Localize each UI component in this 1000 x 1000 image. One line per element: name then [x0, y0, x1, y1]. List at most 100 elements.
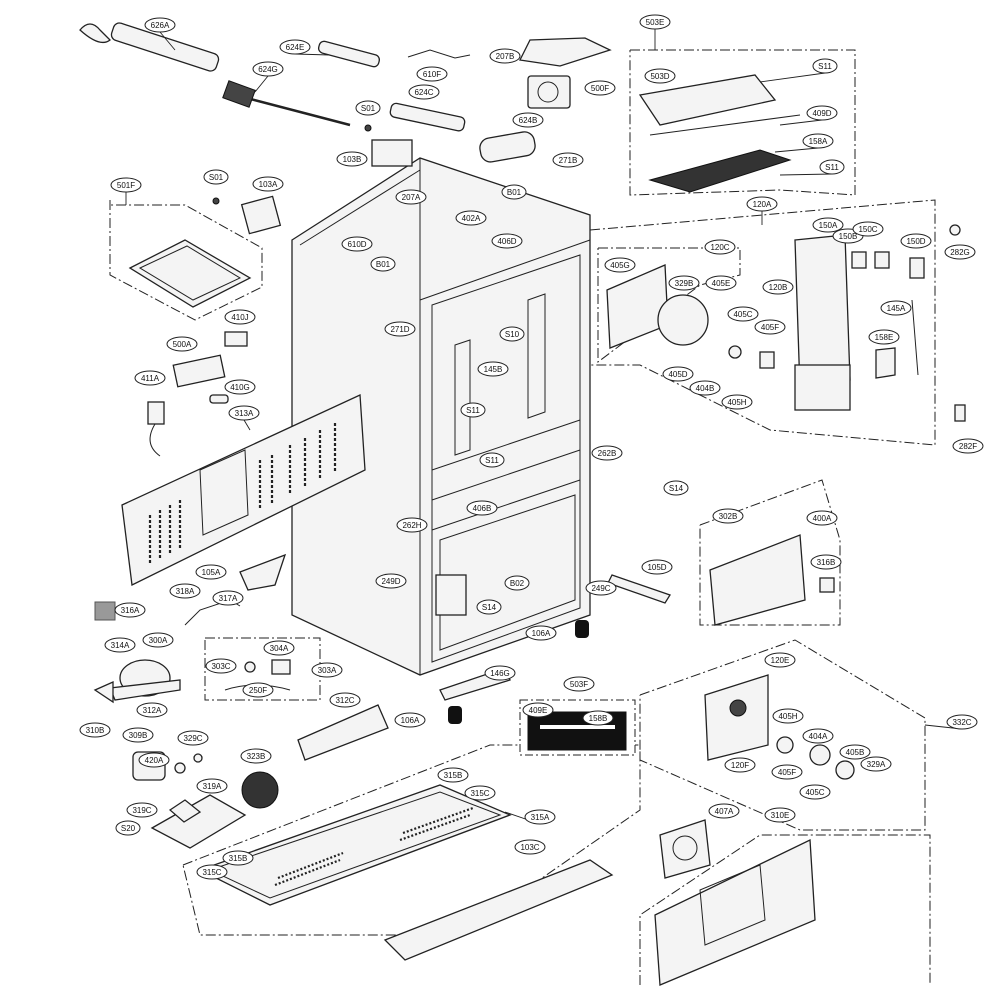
part-label: 250F [242, 682, 274, 698]
part-number-text: 405B [846, 748, 865, 757]
part-label-bubble [721, 394, 753, 410]
part-label: 150A [812, 217, 844, 233]
part-number-text: 271B [559, 156, 578, 165]
part-label: S01 [203, 169, 229, 185]
part-label-bubble [662, 366, 694, 382]
part-label-bubble [644, 68, 676, 84]
part-number-text: 405D [668, 370, 687, 379]
part-number-text: 150D [906, 237, 925, 246]
part-label-bubble [144, 17, 176, 33]
part-number-text: 316A [121, 606, 140, 615]
part-label: 262B [591, 445, 623, 461]
part-label-bubble [104, 637, 136, 653]
part-number-text: 150B [839, 232, 858, 241]
part-number-text: 406D [497, 237, 516, 246]
part-label-bubble [196, 778, 228, 794]
part-number-text: 411A [141, 374, 160, 383]
part-label: 314A [104, 637, 136, 653]
part-label: 106A [394, 712, 426, 728]
part-label: 503D [644, 68, 676, 84]
part-label-bubble [464, 785, 496, 801]
part-label-bubble [115, 820, 141, 836]
part-number-text: 405H [778, 712, 797, 721]
part-number-text: 405C [805, 788, 824, 797]
part-number-text: 282F [959, 442, 977, 451]
part-number-text: 207A [402, 193, 421, 202]
part-number-text: 262B [598, 449, 617, 458]
part-number-text: 503D [650, 72, 669, 81]
part-label: B02 [504, 575, 530, 591]
part-label: 106A [525, 625, 557, 641]
part-number-text: 329A [867, 760, 886, 769]
part-number-text: S10 [505, 330, 520, 339]
part-label: 503F [563, 676, 595, 692]
part-label: 120E [764, 652, 796, 668]
part-label-bubble [242, 682, 274, 698]
part-label: 249D [375, 573, 407, 589]
part-number-text: S01 [361, 104, 376, 113]
part-label: S11 [812, 58, 838, 74]
part-label-bubble [727, 306, 759, 322]
part-label: 316B [810, 554, 842, 570]
part-label-bubble [724, 757, 756, 773]
part-label-bubble [524, 809, 556, 825]
part-number-text: 624E [286, 43, 305, 52]
part-label-bubble [455, 210, 487, 226]
part-label-bubble [799, 784, 831, 800]
part-label-bubble [437, 767, 469, 783]
part-label-bubble [708, 803, 740, 819]
part-label: 103B [336, 151, 368, 167]
part-label: 302B [712, 508, 744, 524]
part-label-bubble [252, 61, 284, 77]
part-label: S10 [499, 326, 525, 342]
part-label-bubble [806, 105, 838, 121]
part-label-bubble [252, 176, 284, 192]
part-label-bubble [395, 189, 427, 205]
part-label-bubble [341, 236, 373, 252]
part-label-bubble [329, 692, 361, 708]
part-label: 406D [491, 233, 523, 249]
part-label-bubble [484, 665, 516, 681]
part-number-text: 405F [761, 323, 779, 332]
top-parts [79, 22, 612, 235]
part-label-bubble [746, 196, 778, 212]
part-label-bubble [205, 658, 237, 674]
part-label: 315C [464, 785, 496, 801]
part-number-text: 304A [270, 644, 289, 653]
part-number-text: 150A [819, 221, 838, 230]
part-label-bubble [944, 244, 976, 260]
part-number-text: 158B [589, 714, 608, 723]
part-number-text: S20 [121, 824, 136, 833]
part-number-text: 315B [229, 854, 248, 863]
part-number-text: 315C [470, 789, 489, 798]
right-assemblies [589, 49, 966, 986]
part-number-text: 406B [473, 504, 492, 513]
part-label: 405H [772, 708, 804, 724]
part-number-text: 409E [529, 706, 548, 715]
part-label-bubble [868, 329, 900, 345]
part-label-bubble [499, 326, 525, 342]
part-label-bubble [177, 730, 209, 746]
part-label-bubble [138, 752, 170, 768]
grille-pattern [274, 806, 474, 887]
part-number-text: 120E [771, 656, 790, 665]
part-label: B01 [501, 184, 527, 200]
part-label: 207A [395, 189, 427, 205]
part-label-bubble [552, 152, 584, 168]
part-label-bubble [228, 405, 260, 421]
part-number-text: B01 [376, 260, 391, 269]
part-number-text: 420A [145, 756, 164, 765]
part-label: 420A [138, 752, 170, 768]
part-label-bubble [203, 169, 229, 185]
part-number-text: S14 [669, 484, 684, 493]
part-number-text: 314A [111, 641, 130, 650]
part-number-text: 158A [809, 137, 828, 146]
left-parts [93, 200, 389, 849]
part-label-bubble [489, 48, 521, 64]
part-label-bubble [880, 300, 912, 316]
part-label: 500F [584, 80, 616, 96]
part-number-text: 312A [143, 706, 162, 715]
part-label-bubble [806, 510, 838, 526]
part-label-bubble [110, 177, 142, 193]
